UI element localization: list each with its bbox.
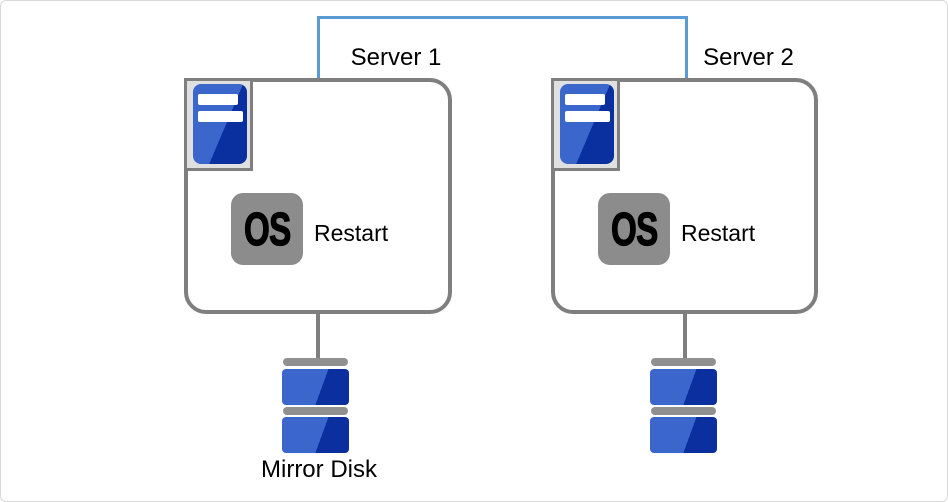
server1-label: Server 1 xyxy=(350,44,442,71)
os-icon: OS xyxy=(231,193,303,265)
server-icon-frame xyxy=(184,78,253,171)
mirror-disk-icon xyxy=(282,358,349,453)
disk-platter xyxy=(282,417,349,453)
disk-cap xyxy=(651,358,716,366)
server2-label: Server 2 xyxy=(703,44,794,71)
server2-box: OS Restart xyxy=(551,78,818,314)
disk-cap xyxy=(283,407,348,415)
os-icon-text: OS xyxy=(243,203,291,255)
server-tower-slot xyxy=(198,111,243,122)
mirror-disk-icon xyxy=(650,358,717,453)
disk-cap xyxy=(651,407,716,415)
disk-platter xyxy=(650,417,717,453)
server-tower-icon xyxy=(193,84,247,164)
server-tower-slot xyxy=(565,94,605,105)
server-tower-slot xyxy=(565,111,610,122)
server1-box: OS Restart xyxy=(184,78,452,314)
disk-platter xyxy=(282,369,349,405)
disk-platter xyxy=(650,369,717,405)
server-icon-frame xyxy=(551,78,620,171)
server-tower-icon xyxy=(560,84,614,164)
os-restart-label: Restart xyxy=(314,220,389,246)
os-restart-label: Restart xyxy=(681,220,756,246)
interconnect-line xyxy=(317,16,688,79)
mirror-disk-label: Mirror Disk xyxy=(261,456,377,483)
disk-connector-line xyxy=(683,312,687,359)
os-icon: OS xyxy=(598,193,670,265)
server-tower-slot xyxy=(198,94,238,105)
os-icon-text: OS xyxy=(610,203,658,255)
disk-connector-line xyxy=(316,312,320,359)
disk-cap xyxy=(283,358,348,366)
